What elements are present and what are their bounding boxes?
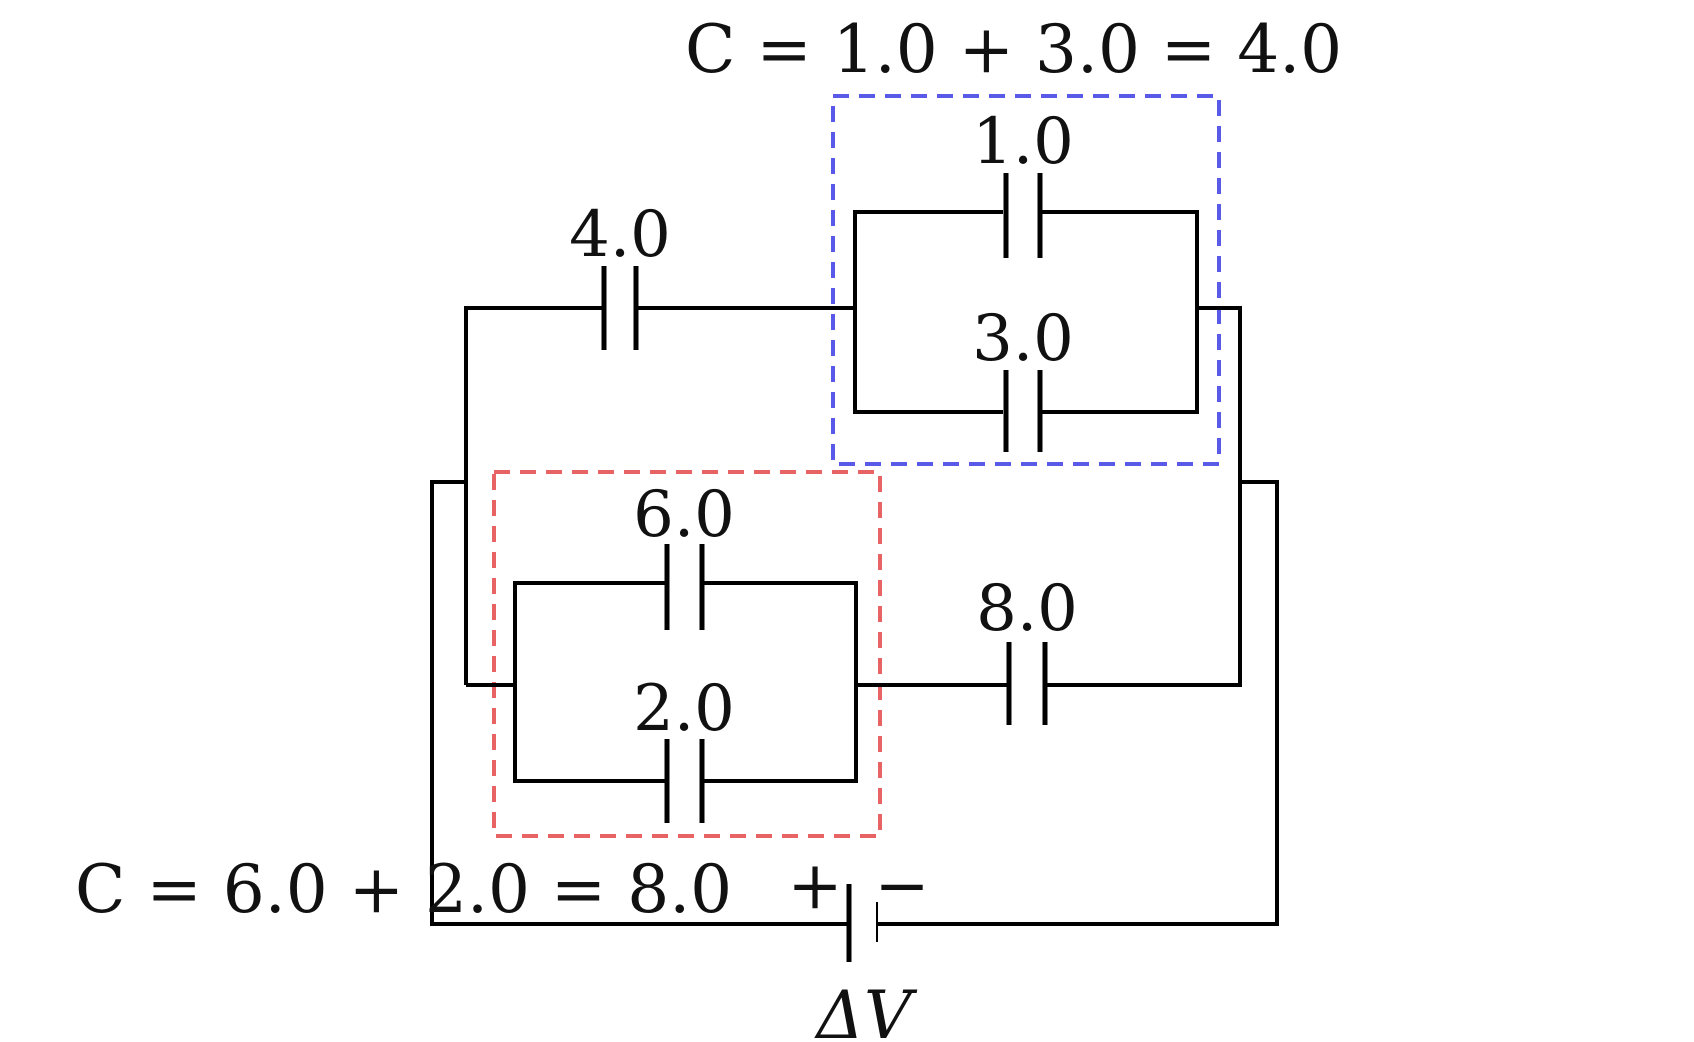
wire-red-lower — [702, 581, 858, 783]
wire-blue-top — [853, 210, 1003, 414]
battery — [846, 884, 878, 962]
wire-blue-right — [1040, 210, 1199, 414]
blue-group-box — [831, 94, 1221, 466]
capacitor-6 — [664, 544, 705, 630]
wire-red-upper — [513, 581, 667, 783]
capacitor-3 — [1003, 370, 1043, 452]
wire-right-column — [1045, 306, 1242, 687]
wire-outer-right — [877, 480, 1279, 926]
capacitor-1 — [1003, 173, 1043, 258]
label-capacitor-8: 8.0 — [976, 572, 1078, 646]
label-capacitor-3: 3.0 — [972, 302, 1074, 376]
label-capacitor-4: 4.0 — [569, 198, 671, 272]
battery-minus-sign: − — [874, 847, 929, 924]
label-capacitor-2: 2.0 — [633, 672, 735, 746]
label-capacitor-1: 1.0 — [972, 105, 1074, 179]
capacitor-2 — [664, 739, 705, 823]
label-capacitor-6: 6.0 — [633, 478, 735, 552]
source-label: ΔV — [813, 977, 918, 1042]
capacitor-8 — [1006, 642, 1048, 725]
wires — [430, 210, 1279, 926]
red-group-box — [492, 470, 882, 838]
equation-red-group: C = 6.0 + 2.0 = 8.0 — [75, 851, 732, 928]
wire-outer-left — [430, 480, 849, 926]
equation-blue-group: C = 1.0 + 3.0 = 4.0 — [685, 11, 1342, 88]
capacitor-4 — [601, 266, 639, 350]
battery-plus-sign: + — [787, 847, 842, 924]
wire-top-left — [464, 306, 604, 685]
